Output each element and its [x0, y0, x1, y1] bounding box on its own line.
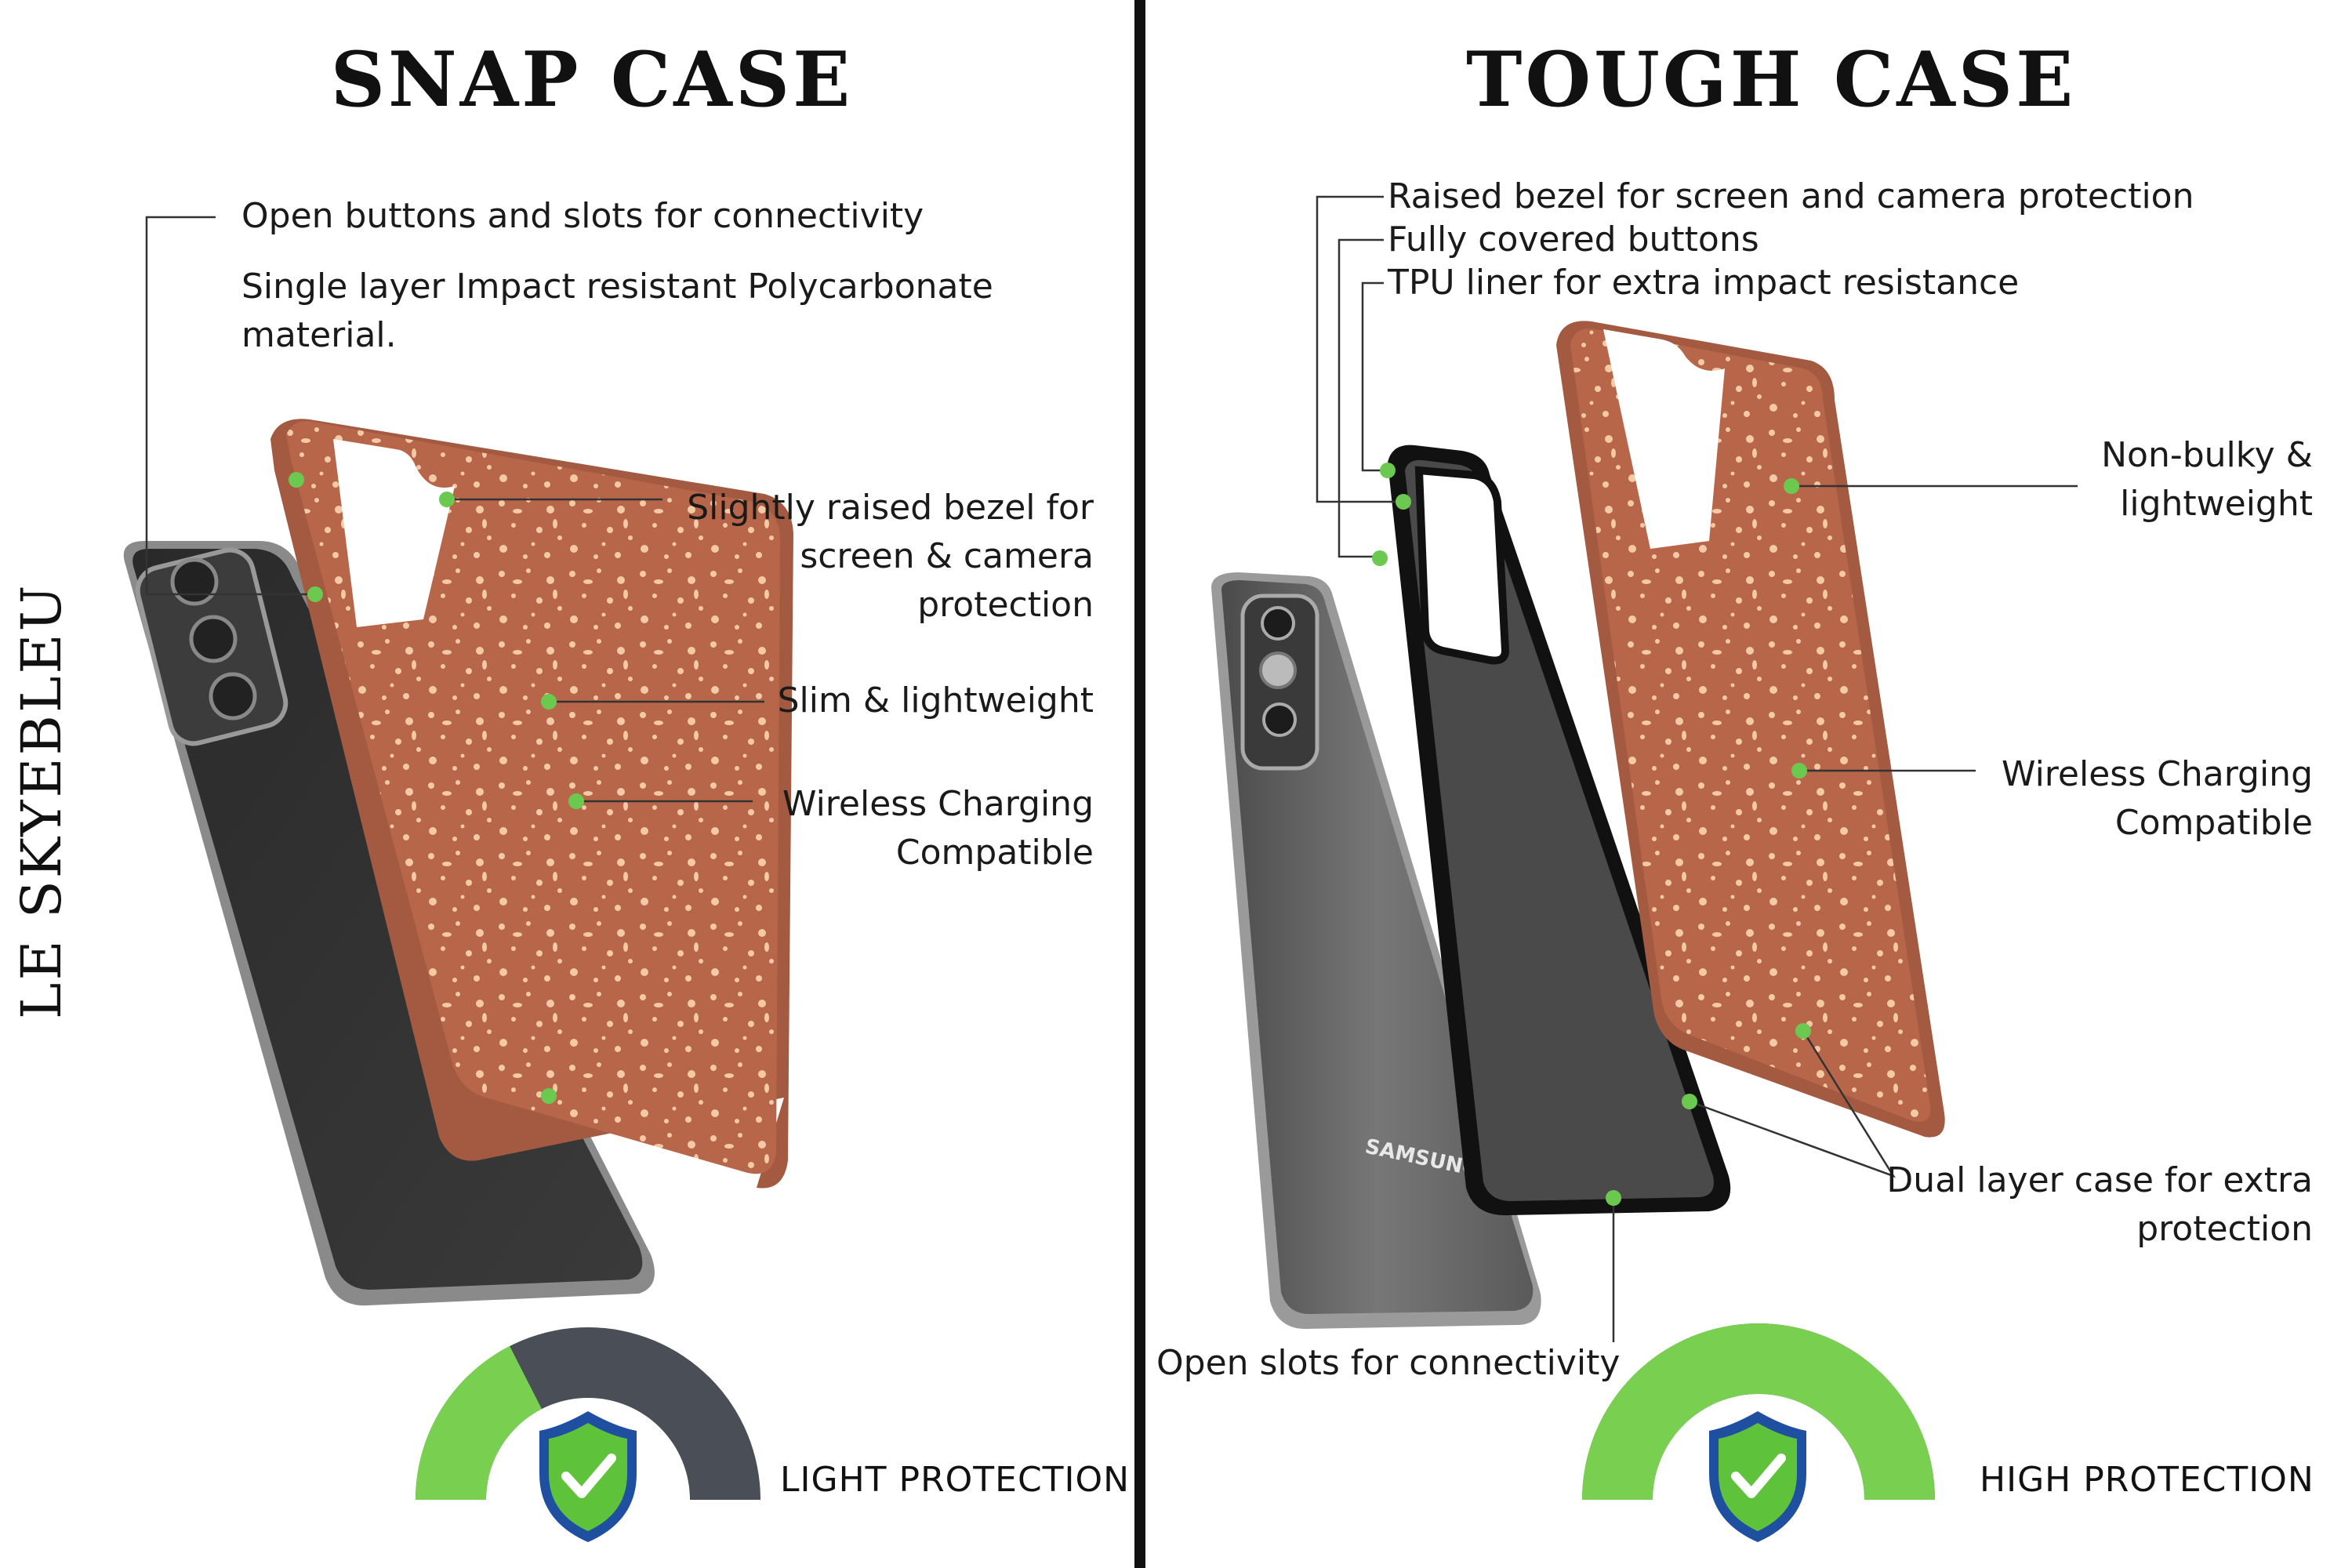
- tough-callout-dots: [1372, 463, 1811, 1206]
- tough-shield-icon: [1709, 1411, 1806, 1542]
- brand-name: LE SKYEBLEU: [9, 583, 74, 1019]
- tough-case: [1556, 321, 1945, 1138]
- tough-phone: SAMSUNG: [1211, 572, 1541, 1329]
- snap-gauge: [416, 1327, 760, 1500]
- snap-callout-single-layer-2: material.: [241, 315, 397, 355]
- snap-callout-single-layer-1: Single layer Impact resistant Polycarbon…: [241, 267, 993, 307]
- tough-callout-wireless-1: Wireless Charging: [2002, 754, 2313, 794]
- snap-callout-bezel-1: Slightly raised bezel for: [687, 488, 1094, 528]
- tough-protection-label: HIGH PROTECTION: [1980, 1460, 2314, 1500]
- tough-callout-dual-2: protection: [2136, 1209, 2313, 1249]
- snap-callout-wireless-2: Compatible: [895, 833, 1094, 873]
- snap-callout-lines: [145, 216, 764, 803]
- snap-callout-open-buttons: Open buttons and slots for connectivity: [241, 196, 924, 236]
- tough-callout-raised-bezel: Raised bezel for screen and camera prote…: [1388, 176, 2194, 216]
- tough-callout-wireless-2: Compatible: [2114, 803, 2313, 843]
- tough-callout-lines: [1316, 195, 2078, 1342]
- snap-callout-slim: Slim & lightweight: [777, 681, 1094, 720]
- tough-callout-tpu: TPU liner for extra impact resistance: [1388, 263, 2020, 303]
- snap-title: SNAP CASE: [330, 35, 854, 124]
- snap-shield-icon: [539, 1411, 637, 1542]
- snap-callout-bezel-3: protection: [917, 585, 1094, 625]
- snap-callout-dots: [289, 472, 584, 1104]
- snap-case: [270, 419, 793, 1189]
- snap-callout-wireless-1: Wireless Charging: [782, 784, 1094, 824]
- tough-gauge: [1582, 1323, 1935, 1500]
- tough-callout-open-slots: Open slots for connectivity: [1156, 1343, 1621, 1383]
- snap-protection-label: LIGHT PROTECTION: [780, 1460, 1131, 1500]
- tough-liner: [1388, 445, 1731, 1216]
- tough-title: TOUGH CASE: [1466, 35, 2077, 124]
- center-divider: [1134, 0, 1145, 1568]
- tough-callout-dual-1: Dual layer case for extra: [1886, 1160, 2313, 1200]
- snap-callout-bezel-2: screen & camera: [800, 536, 1094, 576]
- tough-callout-nonbulky-1: Non-bulky &: [2101, 435, 2313, 475]
- tough-callout-covered-buttons: Fully covered buttons: [1388, 220, 1759, 260]
- tough-callout-nonbulky-2: lightweight: [2120, 484, 2313, 524]
